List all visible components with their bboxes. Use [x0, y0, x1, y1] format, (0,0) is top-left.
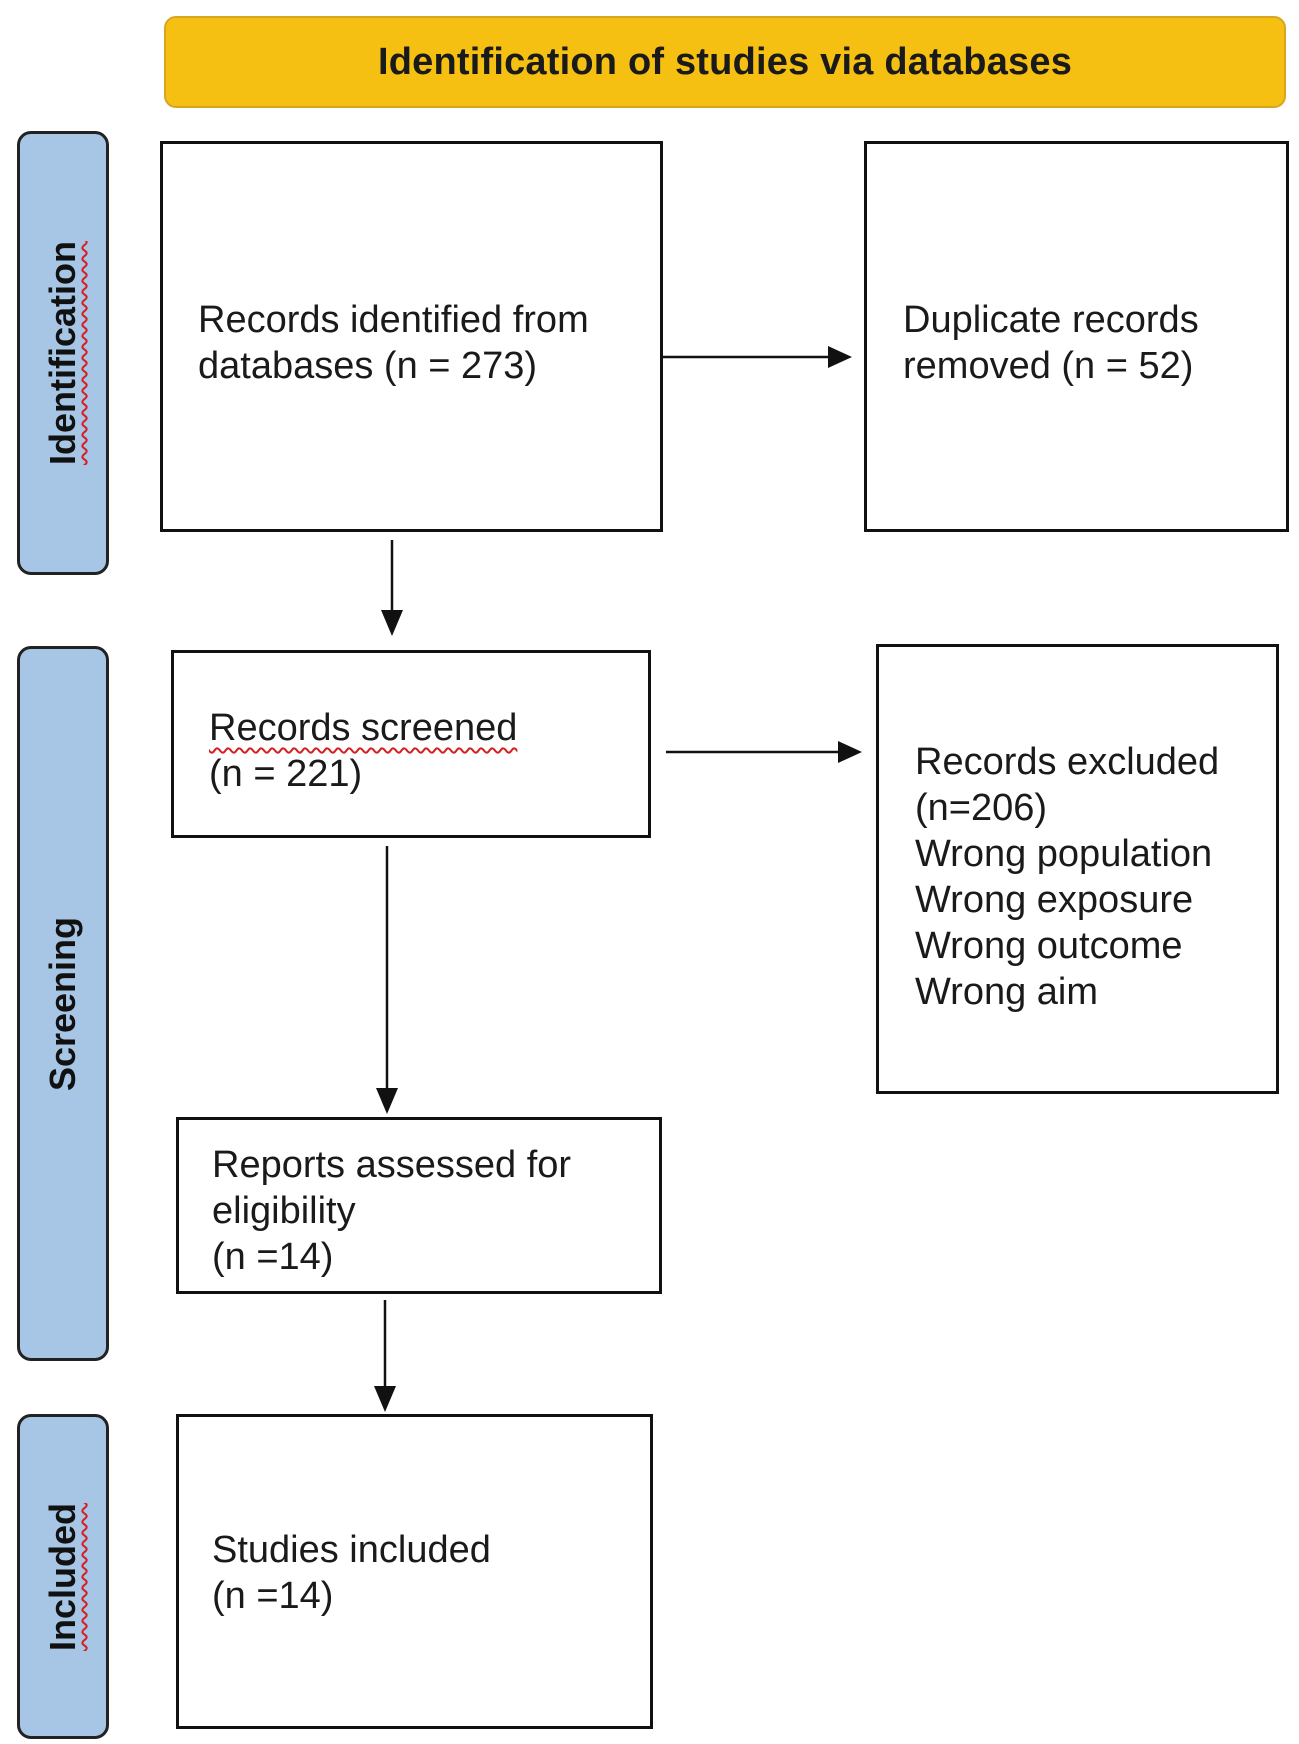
- box-reports-assessed: Reports assessed for eligibility (n =14): [176, 1117, 662, 1294]
- box-records-excluded: Records excluded (n=206) Wrong populatio…: [876, 644, 1279, 1094]
- box-text-line: (n = 221): [209, 753, 363, 795]
- box-text-line: Wrong exposure: [915, 879, 1194, 921]
- stage-identification: Identification: [17, 131, 109, 575]
- stage-screening: Screening: [17, 646, 109, 1361]
- box-text-line: Wrong population: [915, 833, 1213, 875]
- box-text-line: Records excluded: [915, 741, 1220, 783]
- box-text-line: removed (n = 52): [903, 345, 1194, 387]
- header-banner: Identification of studies via databases: [164, 16, 1286, 108]
- spellcheck-underlined-text: Records screened: [209, 707, 518, 749]
- box-text-line: (n =14): [212, 1575, 334, 1617]
- arrowhead: [838, 741, 862, 763]
- arrowhead: [374, 1386, 396, 1412]
- header-title: Identification of studies via databases: [377, 40, 1073, 83]
- stage-included: Included: [17, 1414, 109, 1739]
- box-text-line: Records identified from: [198, 299, 589, 341]
- arrowhead: [376, 1088, 398, 1114]
- box-text-line: Wrong outcome: [915, 925, 1183, 967]
- box-text-line: eligibility: [212, 1190, 356, 1232]
- box-records-screened: Records screened (n = 221): [171, 650, 651, 838]
- box-text-line: Records screened: [209, 705, 648, 751]
- arrowhead: [381, 610, 403, 636]
- box-duplicates-removed: Duplicate records removed (n = 52): [864, 141, 1289, 532]
- box-text-line: Studies included: [212, 1529, 491, 1571]
- box-records-identified: Records identified from databases (n = 2…: [160, 141, 663, 532]
- box-text-line: (n=206): [915, 787, 1048, 829]
- box-text-line: (n =14): [212, 1236, 334, 1278]
- box-studies-included: Studies included (n =14): [176, 1414, 653, 1729]
- arrowhead: [828, 346, 852, 368]
- box-text-line: databases (n = 273): [198, 345, 538, 387]
- box-text-line: Reports assessed for: [212, 1144, 572, 1186]
- box-text-line: Duplicate records: [903, 299, 1199, 341]
- box-text-line: Wrong aim: [915, 971, 1099, 1013]
